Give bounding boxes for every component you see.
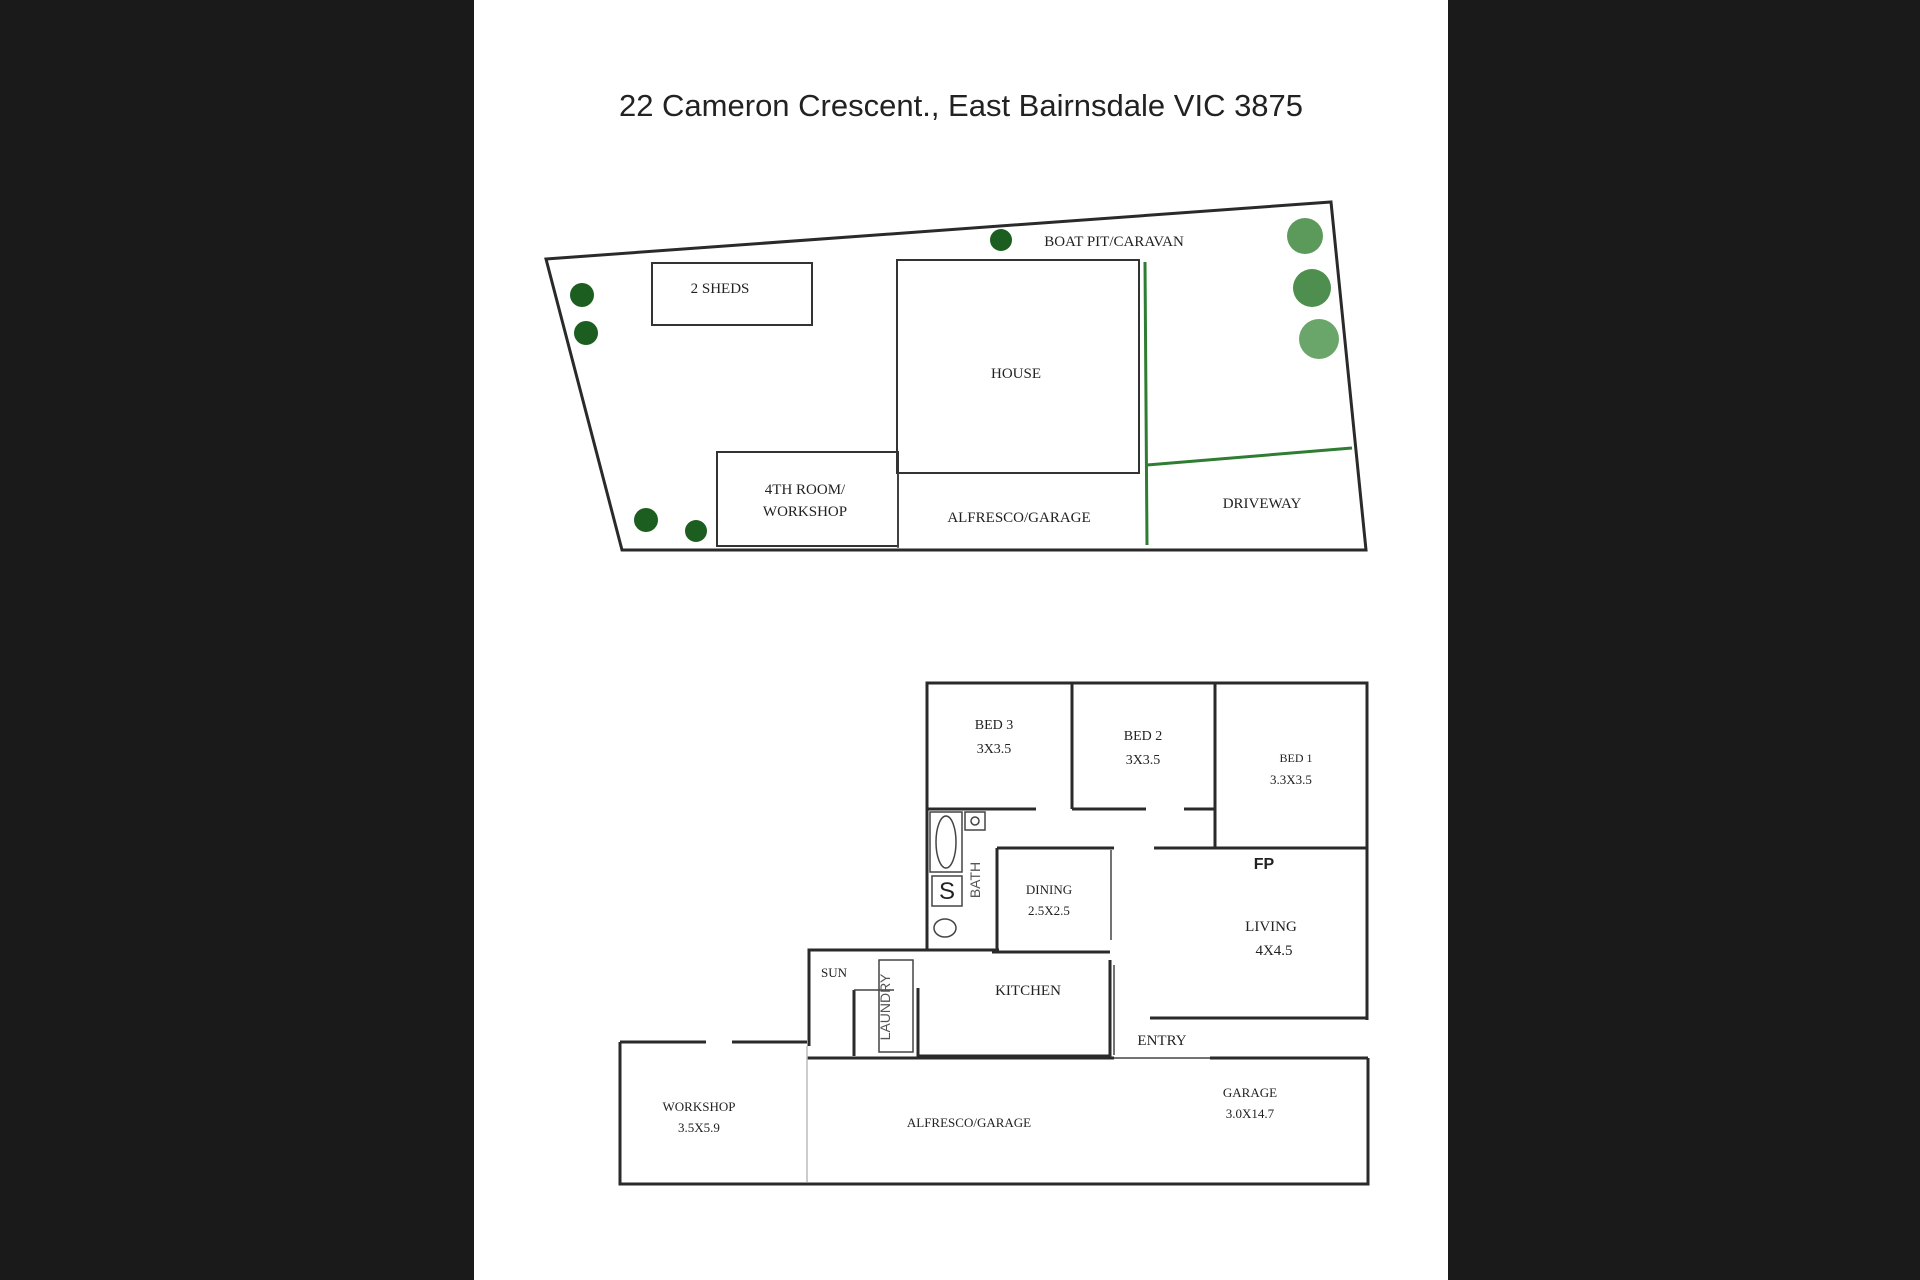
entry-label: ENTRY [1137,1033,1186,1049]
bed2-name: BED 2 [1124,729,1163,744]
alfresco-floor-label: ALFRESCO/GARAGE [907,1115,1031,1130]
driveway-boundary-horizontal [1146,446,1353,467]
alfresco-site-label: ALFRESCO/GARAGE [947,510,1090,526]
bathtub-basin-icon [935,815,957,869]
house-outline [896,259,1140,474]
shower-icon [931,875,963,907]
bedrooms-outer-wall [925,681,1369,848]
lower-outer-wall [618,1042,1370,1186]
tree-icon [1299,319,1339,359]
tree-icon [570,283,594,307]
tree-icon [1293,269,1331,307]
garage-size: 3.0X14.7 [1226,1106,1275,1121]
bathtub-icon [929,811,963,873]
driveway-label: DRIVEWAY [1223,496,1302,512]
fourth-room-label-1: 4TH ROOM/ [765,482,846,498]
living-size: 4X4.5 [1255,943,1292,959]
kitchen-label: KITCHEN [995,983,1061,999]
sink-icon [970,816,980,826]
sun-room-wall [807,948,927,1046]
boat-pit-label: BOAT PIT/CARAVAN [1044,234,1184,250]
laundry-label: LAUNDRY [877,973,893,1040]
tree-icon [990,229,1012,251]
vanity-icon [964,811,986,831]
bed1-name: BED 1 [1280,751,1313,765]
bed3-size: 3X3.5 [977,742,1012,757]
bath-label: BATH [967,862,983,898]
sheds-outline [651,262,813,326]
garage-name: GARAGE [1223,1085,1277,1100]
driveway-boundary-vertical [1143,261,1149,546]
laundry-tub-icon [878,959,914,1053]
tree-icon [685,520,707,542]
shower-label: S [939,878,955,905]
tree-icon [574,321,598,345]
toilet-icon [933,918,957,938]
bed1-size: 3.3X3.5 [1270,772,1312,787]
floor-plan-page: 22 Cameron Crescent., East Bairnsdale VI… [474,0,1448,1280]
sheds-label: 2 SHEDS [691,281,750,297]
workshop-size: 3.5X5.9 [678,1120,720,1135]
floor-plan: S [618,681,1370,1186]
dining-size: 2.5X2.5 [1028,903,1070,918]
house-label: HOUSE [991,366,1041,382]
fourth-room-outline [716,451,899,547]
page-title: 22 Cameron Crescent., East Bairnsdale VI… [618,88,1304,123]
bed2-size: 3X3.5 [1126,753,1161,768]
workshop-name: WORKSHOP [663,1099,736,1114]
sun-label: SUN [821,965,848,980]
site-plan: BOAT PIT/CARAVAN 2 SHEDS HOUSE 4TH ROOM/… [544,200,1368,552]
tree-icon [634,508,658,532]
site-boundary [544,200,1368,552]
bath-outer-wall [925,810,999,952]
dining-name: DINING [1026,882,1072,897]
bed3-name: BED 3 [975,718,1014,733]
living-name: LIVING [1245,919,1297,935]
fireplace-label: FP [1254,856,1275,873]
floor-plan-drawing: BOAT PIT/CARAVAN 2 SHEDS HOUSE 4TH ROOM/… [544,200,1370,1186]
tree-icon [1287,218,1323,254]
fourth-room-label-2: WORKSHOP [763,504,847,520]
